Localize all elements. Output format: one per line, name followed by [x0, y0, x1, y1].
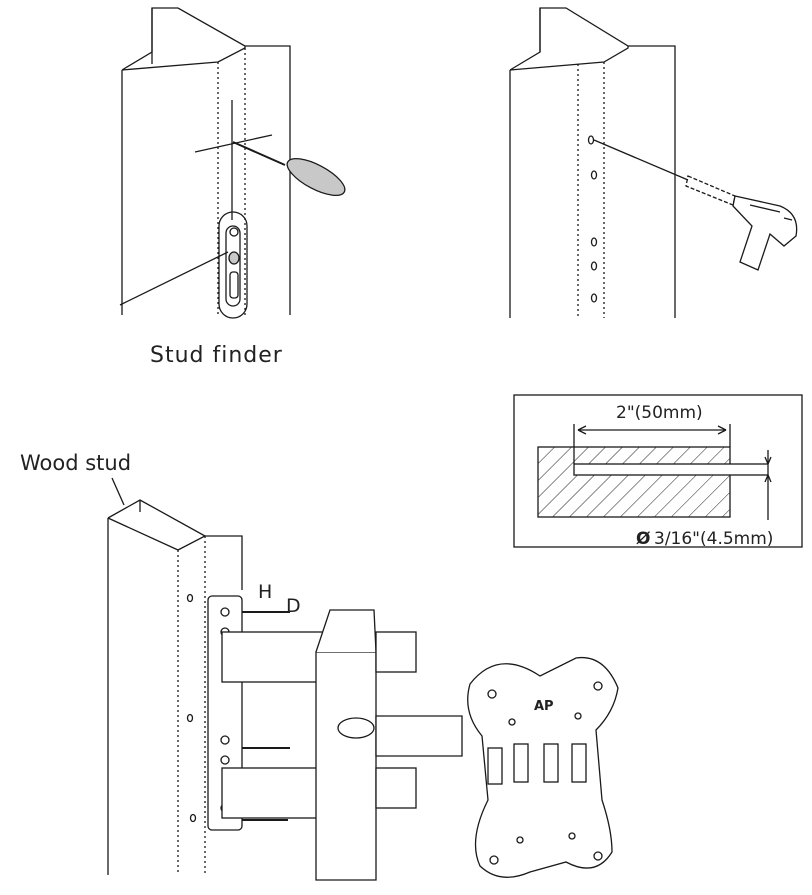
drill-panel: [509, 7, 798, 318]
screw-h-label: H: [258, 581, 272, 603]
extension-arm: [375, 767, 417, 809]
mounting-panel: [107, 477, 619, 881]
diameter-dimension-label: 3/16"(4.5mm): [654, 529, 773, 549]
vesa-plate-mark: AP: [534, 699, 554, 714]
screwdriver-handle: [286, 157, 346, 197]
stud-finder-panel: [119, 7, 346, 319]
tilt-arm: [375, 715, 463, 757]
lower-swing-arm: [221, 767, 327, 819]
diameter-symbol: Ø: [636, 529, 650, 549]
hole-depth-detail: [513, 394, 803, 548]
pilot-hole: [590, 170, 598, 180]
pilot-hole: [590, 261, 598, 271]
pilot-hole: [590, 293, 598, 303]
wood-stud-label: Wood stud: [20, 451, 131, 475]
pilot-hole: [590, 237, 598, 247]
vesa-plate: [467, 656, 619, 878]
pivot-block: [315, 651, 377, 881]
stud-finder-device: [218, 211, 248, 319]
stud-finder-label: Stud finder: [150, 343, 283, 368]
stud-top-face: [121, 7, 246, 71]
screw-d-label: D: [286, 595, 301, 617]
extension-arm: [375, 631, 417, 673]
depth-dimension-label: 2"(50mm): [616, 403, 703, 423]
hatched-wood-section: [537, 446, 731, 518]
pilot-hole: [587, 135, 595, 145]
power-drill-icon: [685, 175, 798, 271]
upper-swing-arm: [221, 631, 327, 683]
